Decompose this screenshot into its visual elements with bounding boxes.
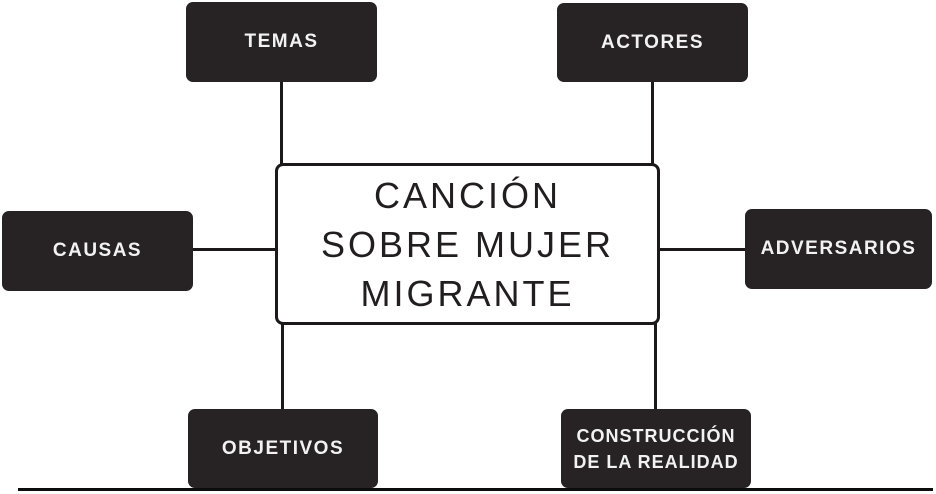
node-adversarios: ADVERSARIOS xyxy=(745,209,932,289)
node-actores: ACTORES xyxy=(557,3,748,82)
central-title-line1: CANCIÓN xyxy=(374,171,561,220)
connector-actores xyxy=(651,80,654,165)
node-temas-label: TEMAS xyxy=(245,29,319,55)
node-causas: CAUSAS xyxy=(2,211,193,291)
node-objetivos: OBJETIVOS xyxy=(188,409,378,488)
connector-causas xyxy=(190,248,277,251)
node-adversarios-label: ADVERSARIOS xyxy=(761,236,917,262)
node-actores-label: ACTORES xyxy=(601,30,704,56)
node-causas-label: CAUSAS xyxy=(53,238,142,264)
connector-objetivos xyxy=(281,323,284,411)
node-construccion-de-la-realidad: CONSTRUCCIÓN DE LA REALIDAD xyxy=(561,409,751,488)
central-title-line3: MIGRANTE xyxy=(360,269,574,318)
connector-temas xyxy=(280,80,283,165)
connector-adversarios xyxy=(658,248,747,251)
central-title-line2: SOBRE MUJER xyxy=(321,220,614,269)
bottom-divider-rule xyxy=(18,488,933,491)
node-objetivos-label: OBJETIVOS xyxy=(222,436,344,462)
node-construccion-label-line2: DE LA REALIDAD xyxy=(573,449,738,475)
node-temas: TEMAS xyxy=(186,2,377,82)
connector-construccion xyxy=(654,323,657,411)
central-node: CANCIÓN SOBRE MUJER MIGRANTE xyxy=(275,163,660,325)
node-construccion-label-line1: CONSTRUCCIÓN xyxy=(577,423,736,449)
